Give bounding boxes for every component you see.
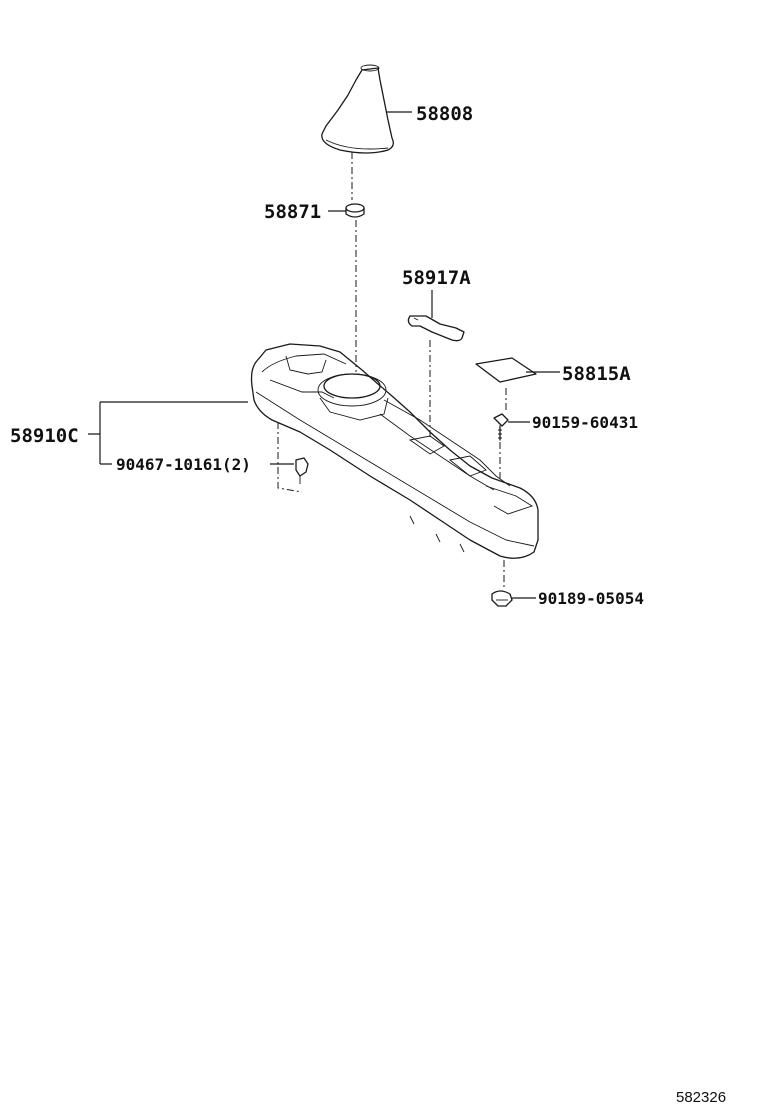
part-label-58871[interactable]: 58871 — [264, 201, 321, 223]
console-screw-part[interactable] — [493, 413, 509, 441]
part-label-90467-10161[interactable]: 90467-10161(2) — [116, 455, 251, 474]
shift-boot-part[interactable] — [321, 64, 394, 154]
leader-lines — [88, 111, 560, 599]
diagram-reference-number: 582326 — [676, 1089, 726, 1106]
part-label-58808[interactable]: 58808 — [416, 103, 473, 125]
console-clip-part[interactable] — [491, 590, 513, 607]
alignment-lines — [277, 152, 507, 590]
part-label-58815a[interactable]: 58815A — [562, 363, 631, 385]
console-cover-part[interactable] — [407, 315, 465, 342]
part-label-58917a[interactable]: 58917A — [402, 267, 471, 289]
clip-screw-part[interactable] — [295, 457, 309, 484]
console-pad-part[interactable] — [475, 357, 537, 383]
boot-retainer-part[interactable] — [345, 203, 365, 218]
part-label-90189-05054[interactable]: 90189-05054 — [538, 589, 644, 608]
part-label-90159-60431[interactable]: 90159-60431 — [532, 413, 638, 432]
console-box-part[interactable] — [250, 343, 539, 559]
part-label-58910c[interactable]: 58910C — [10, 425, 79, 447]
